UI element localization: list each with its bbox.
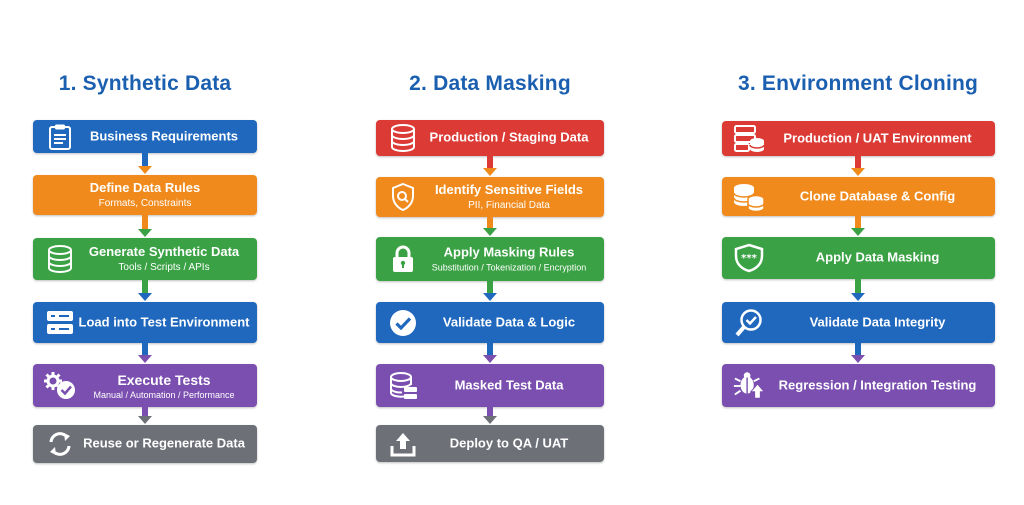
svg-text:***: *** xyxy=(741,253,757,264)
column-title: 2. Data Masking xyxy=(409,72,571,95)
bug-upload-icon xyxy=(732,371,766,401)
step-label: Production / Staging Data xyxy=(429,129,589,145)
step-label: Masked Test Data xyxy=(454,377,564,393)
step-label: Reuse or Regenerate Data xyxy=(83,435,245,451)
lock-icon xyxy=(386,244,420,274)
step-box: Reuse or Regenerate Data xyxy=(33,425,257,463)
server-database-icon xyxy=(732,124,766,154)
step-label: Production / UAT Environment xyxy=(783,130,972,146)
step-box: Validate Data Integrity xyxy=(722,302,995,343)
check-circle-icon xyxy=(386,308,420,338)
shield-mask-icon: *** xyxy=(732,243,766,273)
step-sublabel: Tools / Scripts / APIs xyxy=(118,261,210,273)
step-box: *** Apply Data Masking xyxy=(722,237,995,279)
step-box: Regression / Integration Testing xyxy=(722,364,995,407)
step-label: Generate Synthetic Data xyxy=(88,243,240,259)
clipboard-icon xyxy=(43,122,77,152)
step-box: Production / UAT Environment xyxy=(722,121,995,156)
step-sublabel: Formats, Constraints xyxy=(98,197,192,209)
gear-check-icon xyxy=(43,371,77,401)
step-label: Deploy to QA / UAT xyxy=(449,435,569,451)
step-label: Identify Sensitive Fields xyxy=(434,181,584,197)
server-icon xyxy=(43,308,77,338)
column-title: 3. Environment Cloning xyxy=(737,72,979,95)
step-label: Validate Data Integrity xyxy=(809,314,946,330)
step-label: Define Data Rules xyxy=(89,179,201,195)
step-label: Clone Database & Config xyxy=(799,188,956,204)
step-label: Regression / Integration Testing xyxy=(778,377,977,393)
step-box: Masked Test Data xyxy=(376,364,604,407)
step-box: Validate Data & Logic xyxy=(376,302,604,343)
step-label: Business Requirements xyxy=(89,128,239,144)
step-sublabel: Manual / Automation / Performance xyxy=(93,389,235,400)
step-label: Apply Masking Rules xyxy=(443,244,575,260)
database-icon xyxy=(386,123,420,153)
database-icon xyxy=(43,244,77,274)
step-label: Apply Data Masking xyxy=(815,249,940,265)
step-box: Deploy to QA / UAT xyxy=(376,425,604,462)
step-label: Load into Test Environment xyxy=(78,314,250,330)
step-label: Validate Data & Logic xyxy=(442,314,576,330)
step-box: Clone Database & Config xyxy=(722,177,995,216)
step-sublabel: Substitution / Tokenization / Encryption xyxy=(431,262,587,273)
step-box: Business Requirements xyxy=(33,120,257,153)
clone-database-icon xyxy=(732,182,766,212)
refresh-icon xyxy=(43,429,77,459)
step-sublabel: PII, Financial Data xyxy=(468,199,550,211)
shield-search-icon xyxy=(386,182,420,212)
step-box: Load into Test Environment xyxy=(33,302,257,343)
column-title: 1. Synthetic Data xyxy=(58,72,232,95)
magnifier-check-icon xyxy=(732,308,766,338)
upload-icon xyxy=(386,429,420,459)
step-label: Execute Tests xyxy=(117,371,211,388)
step-box: Production / Staging Data xyxy=(376,120,604,156)
database-server-icon xyxy=(386,371,420,401)
